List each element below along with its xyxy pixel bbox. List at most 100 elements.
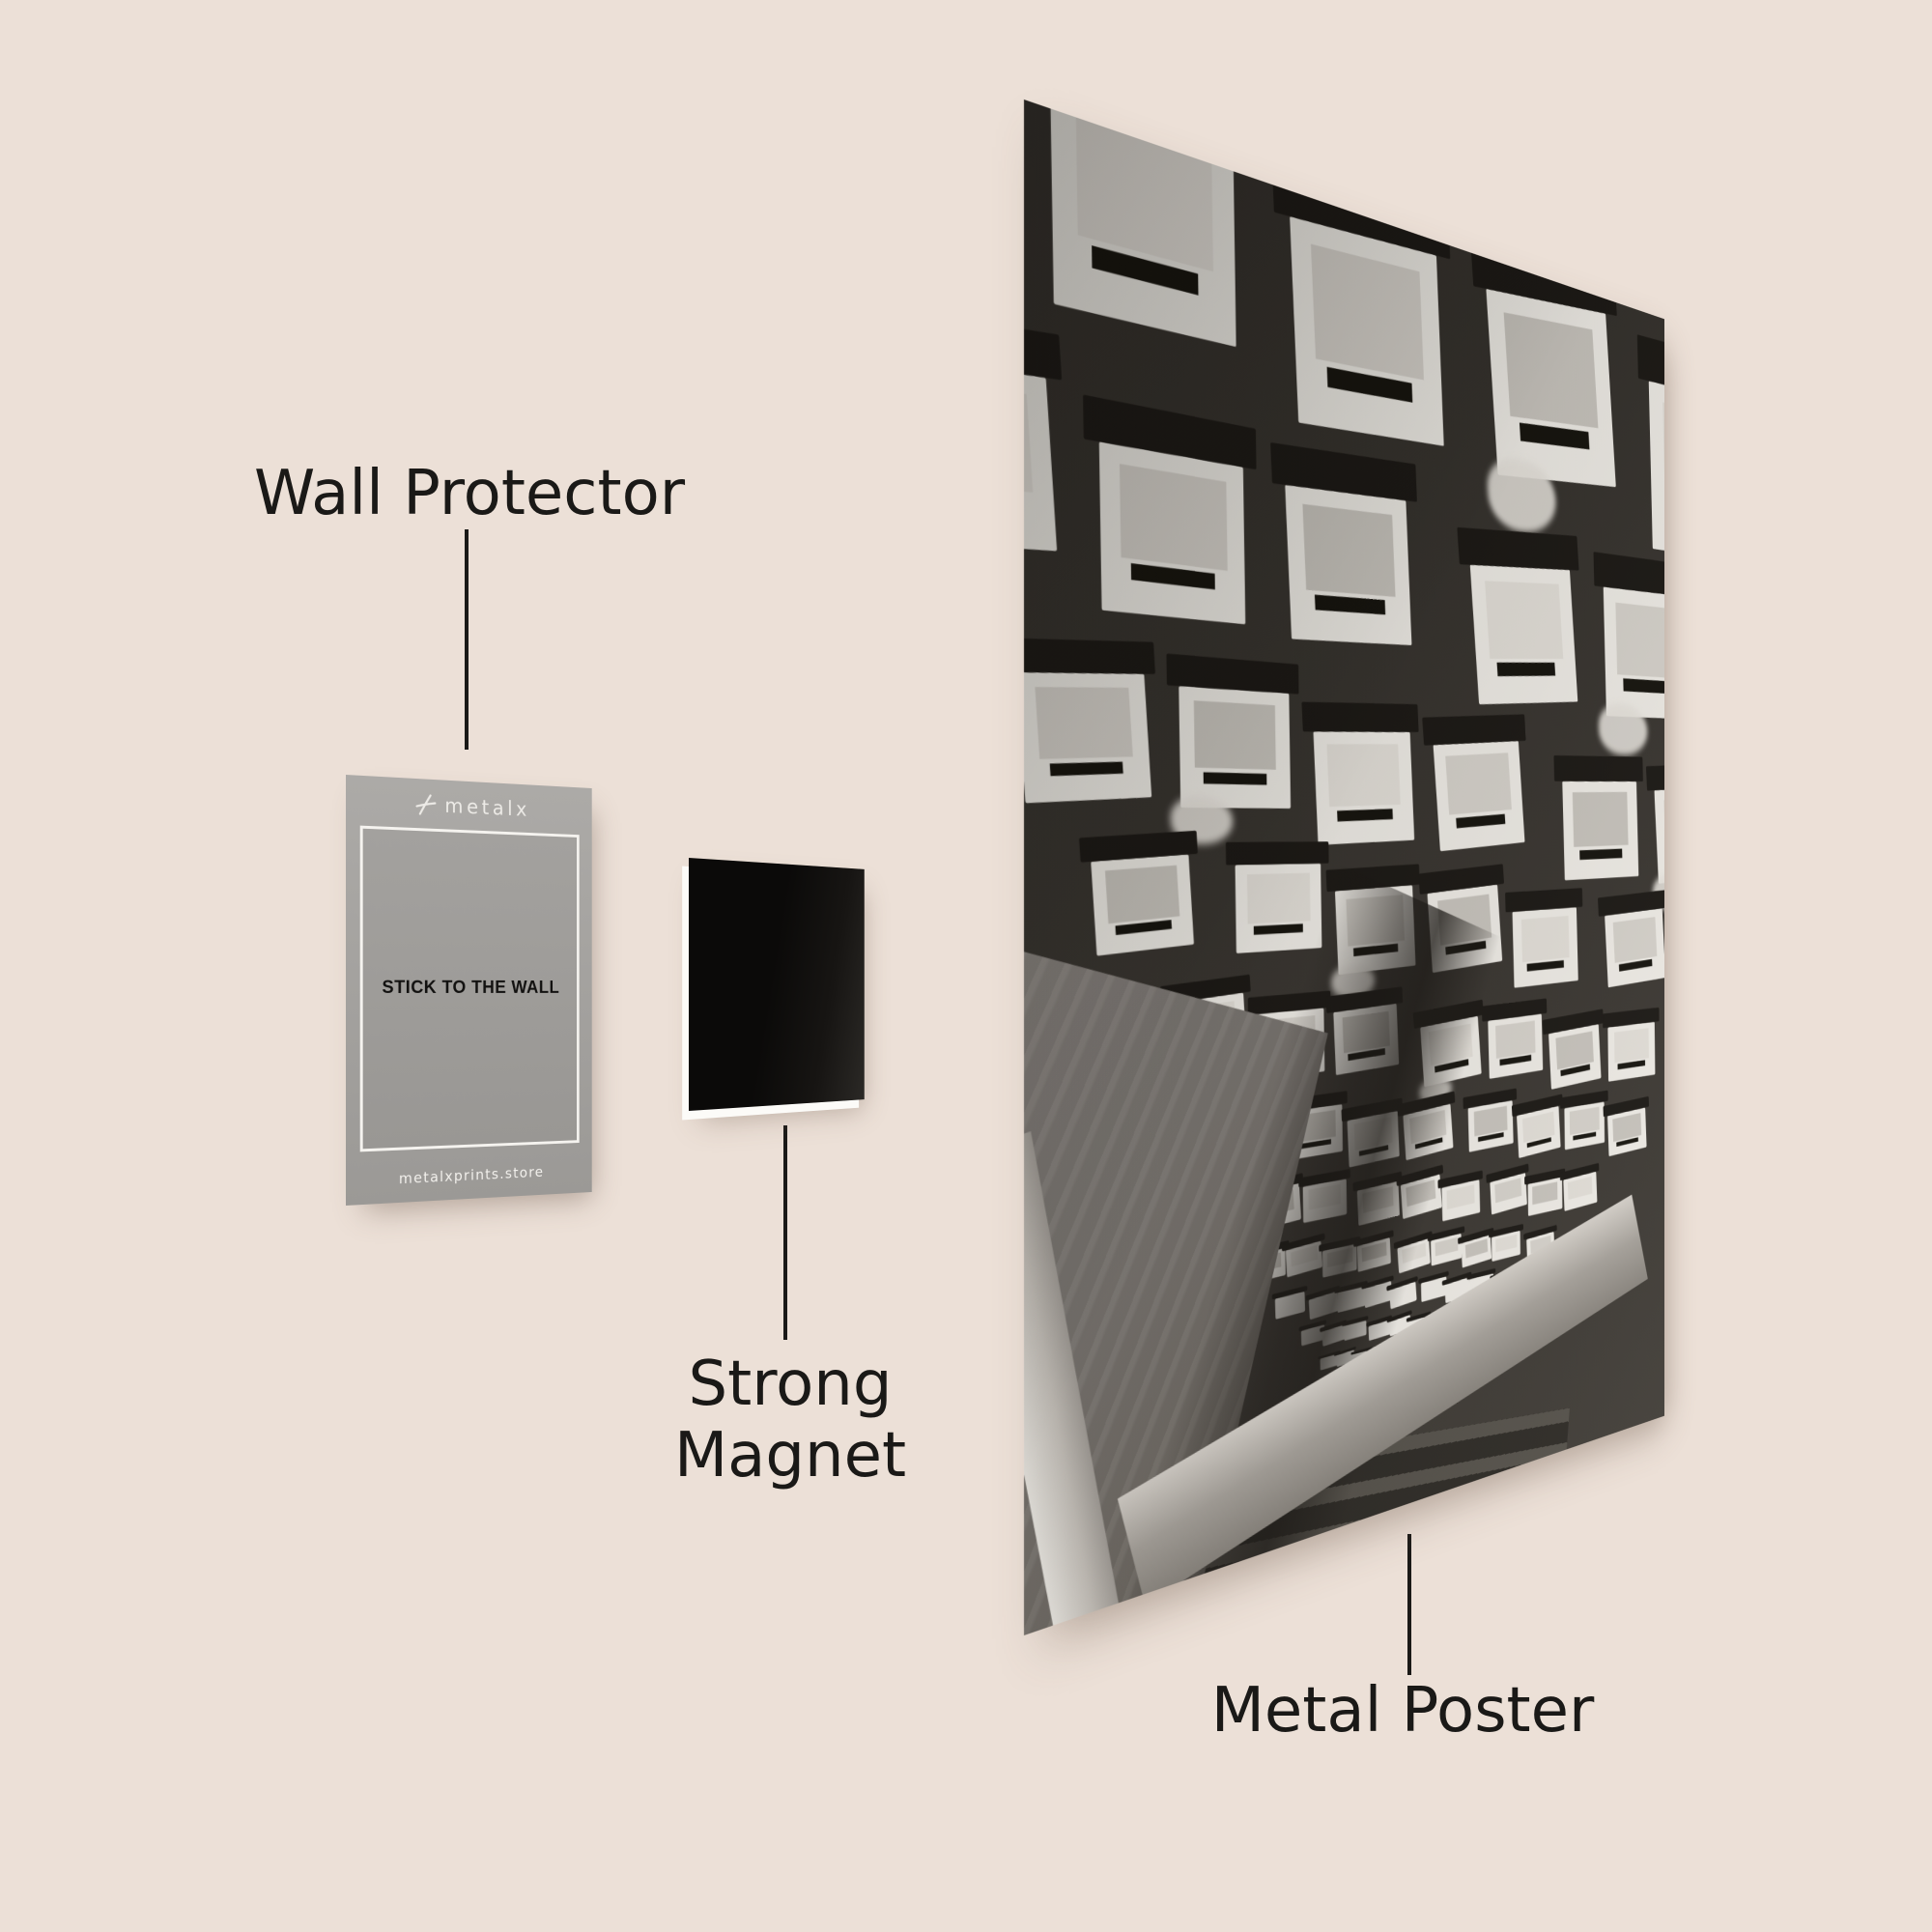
window-lintel-shadow bbox=[1028, 99, 1250, 142]
window-lintel-shadow bbox=[1437, 1170, 1484, 1189]
window-pane bbox=[1484, 581, 1563, 659]
window-lintel-shadow bbox=[1603, 1095, 1650, 1118]
window-lintel-shadow bbox=[1542, 1009, 1604, 1035]
window-lintel-shadow bbox=[1024, 638, 1156, 675]
facade-window bbox=[1301, 701, 1419, 845]
window-vent-slot bbox=[1336, 808, 1393, 822]
window-lintel-shadow bbox=[1270, 157, 1450, 260]
facade-window bbox=[1636, 333, 1664, 563]
window-lintel-shadow bbox=[1593, 552, 1664, 599]
facade-window bbox=[1489, 1223, 1523, 1262]
magnet-sheet bbox=[689, 858, 865, 1111]
metal-poster bbox=[1024, 99, 1664, 1635]
window-lintel-shadow bbox=[1422, 714, 1527, 746]
facade-window bbox=[1079, 830, 1198, 957]
window-pane bbox=[1434, 1236, 1458, 1258]
card-website-text: metalxprints.store bbox=[398, 1163, 545, 1188]
window-lintel-shadow bbox=[1469, 237, 1617, 317]
facade-window bbox=[1270, 157, 1450, 446]
facade-window bbox=[1553, 754, 1644, 881]
window-vent-slot bbox=[1203, 771, 1267, 785]
window-lintel-shadow bbox=[1024, 299, 1063, 381]
facade-window bbox=[1024, 638, 1156, 804]
paint-spill bbox=[1485, 454, 1558, 534]
facade-window bbox=[1437, 1170, 1484, 1221]
window-lintel-shadow bbox=[1418, 864, 1504, 895]
window-pane bbox=[1532, 1181, 1558, 1206]
window-vent-slot bbox=[1314, 594, 1385, 615]
facade-window bbox=[1482, 998, 1548, 1079]
window-lintel-shadow bbox=[1082, 394, 1257, 470]
window-pane bbox=[1446, 1183, 1476, 1209]
facade-window bbox=[1024, 299, 1063, 552]
window-pane bbox=[1246, 872, 1311, 924]
window-pane bbox=[1614, 602, 1664, 679]
facade-window bbox=[1166, 653, 1300, 844]
window-vent-slot bbox=[1496, 663, 1556, 677]
window-vent-slot bbox=[1623, 678, 1664, 695]
facade-window bbox=[1463, 1088, 1518, 1152]
window-lintel-shadow bbox=[1301, 701, 1419, 732]
card-brand-text: metalx bbox=[444, 794, 530, 821]
window-lintel-shadow bbox=[1225, 840, 1329, 866]
window-pane bbox=[1445, 753, 1513, 815]
poster-photo-wrapper bbox=[1024, 99, 1664, 1635]
window-vent-slot bbox=[1519, 422, 1589, 450]
window-vent-slot bbox=[1049, 761, 1123, 777]
facade-window bbox=[1603, 1095, 1650, 1156]
window-lintel-shadow bbox=[1602, 1007, 1660, 1029]
facade-window bbox=[1559, 1091, 1608, 1151]
window-pane bbox=[1568, 1176, 1593, 1200]
window-lintel-shadow bbox=[1079, 830, 1198, 864]
metal-poster-connector-line bbox=[1407, 1534, 1411, 1675]
facade-window bbox=[1486, 1163, 1529, 1215]
window-pane bbox=[1310, 243, 1424, 381]
window-vent-slot bbox=[1253, 923, 1303, 935]
strong-magnet-connector-line bbox=[783, 1125, 787, 1340]
facade-window bbox=[1523, 1168, 1565, 1217]
window-lintel-shadow bbox=[1553, 754, 1644, 781]
window-lintel-shadow bbox=[1269, 442, 1417, 502]
window-pane bbox=[1024, 376, 1033, 493]
facade-window bbox=[1422, 714, 1527, 852]
window-pane bbox=[1495, 1020, 1536, 1059]
card-message-text: STICK TO THE WALL bbox=[382, 978, 560, 998]
facade-window bbox=[1559, 1162, 1600, 1211]
wall-protector-card: metalx STICK TO THE WALL metalxprints.st… bbox=[346, 775, 592, 1206]
window-pane bbox=[1104, 866, 1180, 924]
window-vent-slot bbox=[1115, 920, 1173, 936]
window-lintel-shadow bbox=[1597, 889, 1664, 917]
wall-protector-connector-line bbox=[465, 529, 469, 750]
card-brand-logo: metalx bbox=[346, 789, 592, 824]
window-pane bbox=[1612, 916, 1658, 963]
facade-window bbox=[1593, 552, 1664, 756]
facade-window bbox=[1542, 1009, 1604, 1090]
window-pane bbox=[1301, 503, 1395, 597]
metalx-glyph-icon bbox=[413, 793, 438, 817]
window-pane bbox=[1572, 791, 1629, 847]
window-pane bbox=[1464, 1238, 1489, 1260]
window-lintel-shadow bbox=[1646, 762, 1664, 791]
facade-window bbox=[1504, 888, 1582, 989]
window-lintel-shadow bbox=[1166, 653, 1300, 695]
window-pane bbox=[1119, 463, 1228, 571]
facade-window bbox=[1511, 1094, 1563, 1158]
window-lintel-shadow bbox=[1559, 1091, 1608, 1110]
window-lintel-shadow bbox=[1463, 1088, 1518, 1109]
window-pane bbox=[1662, 402, 1664, 509]
facade-window bbox=[1457, 527, 1579, 705]
window-pane bbox=[1520, 916, 1570, 963]
window-pane bbox=[1035, 687, 1134, 760]
paint-spill bbox=[1597, 702, 1648, 756]
window-pane bbox=[1326, 744, 1401, 808]
facade-window bbox=[1602, 1007, 1660, 1082]
facade-window bbox=[1082, 394, 1257, 625]
window-vent-slot bbox=[1578, 848, 1623, 860]
metal-poster-label: Metal Poster bbox=[1210, 1675, 1595, 1747]
facade-window bbox=[1469, 237, 1617, 534]
window-lintel-shadow bbox=[1504, 888, 1582, 913]
window-pane bbox=[1194, 700, 1277, 771]
window-lintel-shadow bbox=[1482, 998, 1548, 1022]
wall-protector-label: Wall Protector bbox=[253, 458, 686, 529]
window-lintel-shadow bbox=[1636, 333, 1664, 409]
